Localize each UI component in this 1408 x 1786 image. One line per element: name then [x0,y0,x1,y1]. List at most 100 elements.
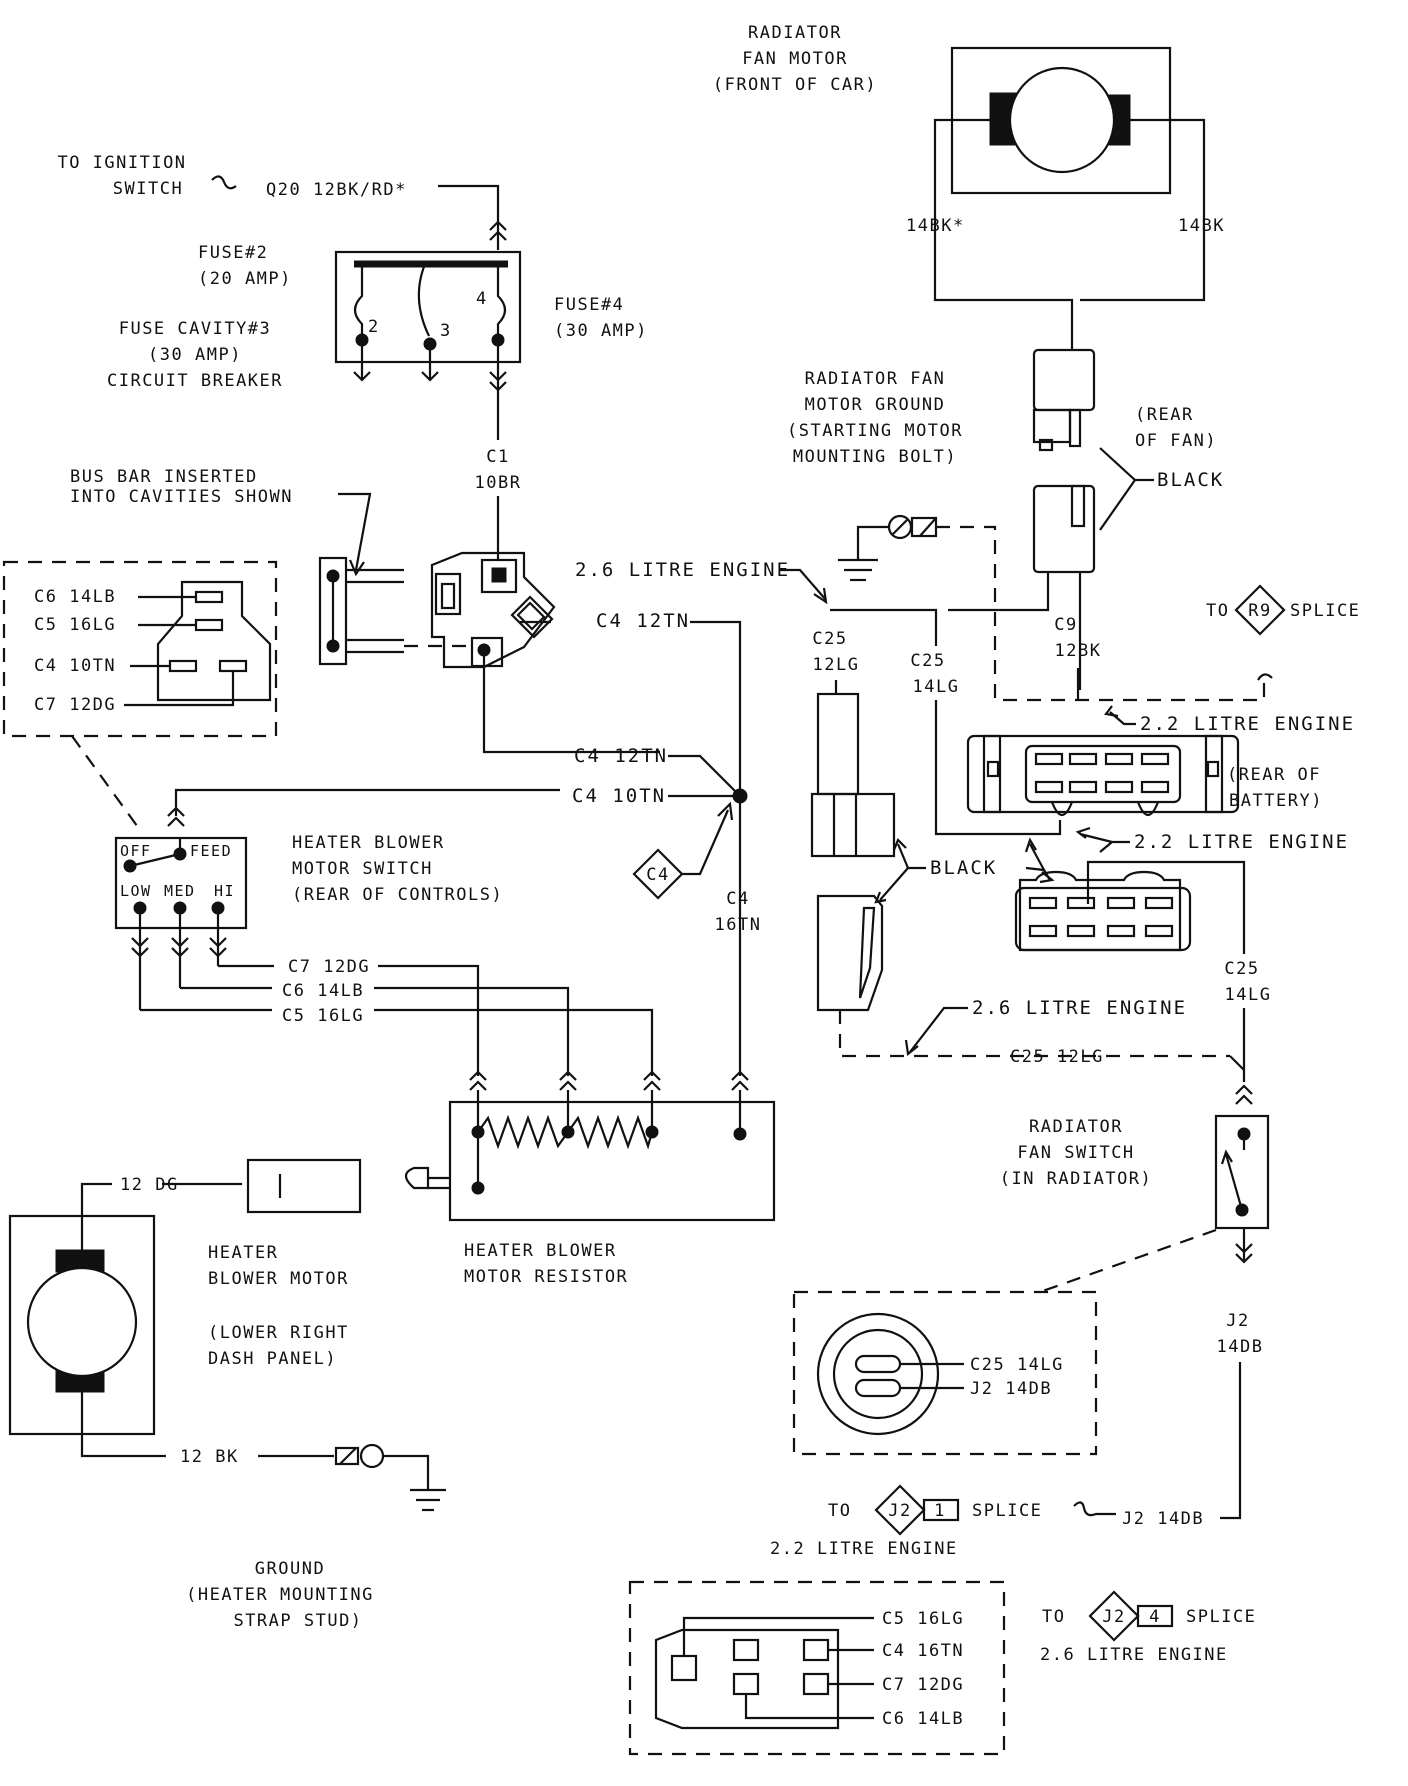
r9-diamond [1234,584,1286,636]
fuse4-label: FUSE#4 [554,295,624,315]
rear-of-fan-label-2: OF FAN) [1135,431,1217,451]
inset-c4-10tn: C4 10TN [34,656,116,676]
bus-bar [318,556,470,666]
black-label-mid: BLACK [930,857,997,879]
fan-ground-label: RADIATOR FAN [805,369,946,389]
switch-off: OFF [120,842,152,860]
inset-switch-j2: J2 14DB [970,1379,1052,1399]
fan-ground-label-2: MOTOR GROUND [805,395,946,415]
c25-14lg-label: C25 [910,651,945,671]
r9-splice: SPLICE [1290,601,1360,621]
bus-bar-label-2: INTO CAVITIES SHOWN [70,487,293,507]
fuse2-label-2: (20 AMP) [198,269,292,289]
c9-12bk-label: C9 [1054,615,1077,635]
wire-14bk: 14BK [1178,216,1225,236]
bus-bar-label: BUS BAR INSERTED [70,467,258,487]
ignition-label-2: SWITCH [113,179,183,199]
fuse-cavity3-label-3: CIRCUIT BREAKER [107,371,283,391]
ground-heater-label: GROUND [255,1559,325,1579]
switch-hi: HI [214,882,235,900]
j2-14db-bottom: J2 14DB [1122,1509,1204,1529]
c1-label-2: 10BR [475,473,522,493]
wire-14bk-star: 14BK* [906,216,965,236]
fuse-pin-4: 4 [476,289,488,309]
switch-feed: FEED [190,842,232,860]
heater-blower-motor-label-4: DASH PANEL) [208,1349,337,1369]
j2-diamond-1-label: J2 [888,1501,911,1521]
j2-pin-1: 1 [934,1501,946,1521]
rear-of-battery-label-2: BATTERY) [1229,791,1323,811]
c25-connector-26 [810,692,1245,1071]
heater-ground-symbol [258,1443,446,1512]
c25-12lg-bottom: C25 12LG [1010,1047,1104,1067]
heater-blower-motor-label-3: (LOWER RIGHT [208,1323,349,1343]
rear-of-battery-label: (REAR OF [1227,765,1321,785]
radiator-fan-motor-label: RADIATOR [748,23,842,43]
radiator-fan-switch-label-2: FAN SWITCH [1017,1143,1134,1163]
radiator-fan-switch-label-3: (IN RADIATOR) [1000,1169,1153,1189]
ignition-label: TO IGNITION [57,153,186,173]
j2-diamond-4-label: J2 [1102,1607,1125,1627]
radiator-fan-motor [933,46,1206,350]
splice-1: SPLICE [972,1501,1042,1521]
fuse-block [334,250,522,392]
blower-switch-label-2: MOTOR SWITCH [292,859,433,879]
fuse-cavity3-label: FUSE CAVITY#3 [119,319,272,339]
connector-inset-switch [792,1290,1098,1456]
fuse-pin-3: 3 [440,321,452,341]
j2-pin-4: 4 [1149,1607,1161,1627]
blower-switch-label: HEATER BLOWER [292,833,445,853]
engine-26-label-3: 2.6 LITRE ENGINE [1040,1645,1228,1665]
battery-connector-22 [966,734,1240,817]
heater-blower-motor [8,1214,166,1458]
inset-bottom-c7: C7 12DG [882,1675,964,1695]
connector-inset-bottom [628,1580,1006,1756]
j2-14db-label-2: 14DB [1217,1337,1264,1357]
wire-q20: Q20 12BK/RD* [266,180,407,200]
fan-ground-label-4: MOUNTING BOLT) [793,447,957,467]
engine-22-label-3: 2.2 LITRE ENGINE [770,1539,958,1559]
c4-16tn-label-2: 16TN [715,915,762,935]
to-r9: TO [1206,601,1229,621]
c1-label: C1 [486,447,509,467]
blower-motor-resistor [404,1070,776,1222]
blower-switch-label-3: (REAR OF CONTROLS) [292,885,503,905]
inset-c6-14lb: C6 14LB [34,587,116,607]
fuse4-label-2: (30 AMP) [554,321,648,341]
j2-splice-4 [1088,1590,1174,1642]
c25-12lg-label-2: 12LG [813,655,860,675]
c4-12tn-a: C4 12TN [596,610,690,632]
inset-c7-12dg: C7 12DG [34,695,116,715]
heater-blower-motor-label-2: BLOWER MOTOR [208,1269,349,1289]
radiator-fan-switch [1039,1084,1270,1294]
to-j2-4: TO [1042,1607,1065,1627]
radiator-fan-motor-label-2: FAN MOTOR [742,49,848,69]
black-label-top: BLACK [1157,469,1224,491]
c25-12lg-label: C25 [812,629,847,649]
ground-heater-label-3: STRAP STUD) [233,1611,362,1631]
c4-10tn: C4 10TN [572,785,666,807]
engine-22-label-2: 2.2 LITRE ENGINE [1134,831,1349,853]
engine-26-label-2: 2.6 LITRE ENGINE [972,997,1187,1019]
c4-diamond [632,801,734,900]
connector-inset-top [2,560,278,831]
c7-12dg: C7 12DG [288,957,370,977]
radiator-fan-motor-label-3: (FRONT OF CAR) [713,75,877,95]
splice-4: SPLICE [1186,1607,1256,1627]
fuse-cavity3-label-2: (30 AMP) [148,345,242,365]
to-j2-1: TO [828,1501,851,1521]
c4-diamond-label: C4 [646,865,669,885]
switch-med: MED [164,882,196,900]
c25-14lg-right: C25 [1224,959,1259,979]
inset-bottom-c5: C5 16LG [882,1609,964,1629]
battery-connector-22-lower [1014,860,1246,954]
c6-14lb: C6 14LB [282,981,364,1001]
engine-26-label-1: 2.6 LITRE ENGINE [575,559,790,581]
ground-heater-label-2: (HEATER MOUNTING [186,1585,374,1605]
c4-16tn-label: C4 [726,889,749,909]
fan-ground-symbol [838,514,1273,702]
fuse-connector-body [430,551,556,669]
wire-12dg: 12 DG [120,1175,179,1195]
rear-of-fan-label: (REAR [1135,405,1194,425]
